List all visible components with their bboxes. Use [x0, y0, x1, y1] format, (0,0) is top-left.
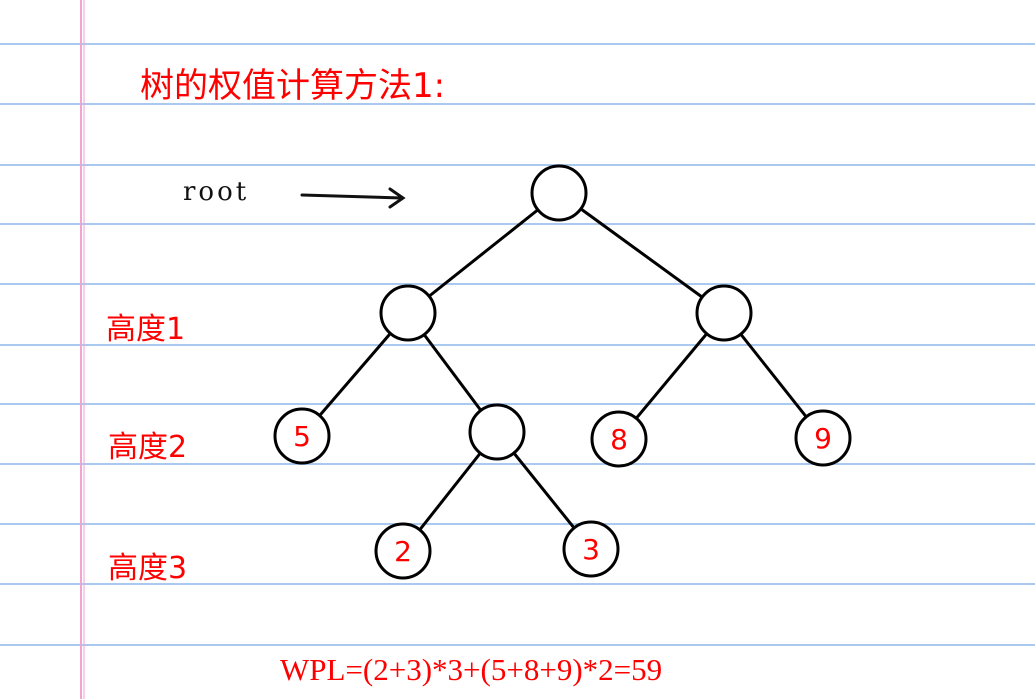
level-label-2: 高度2 [108, 430, 188, 465]
wpl-formula: WPL=(2+3)*3+(5+8+9)*2=59 [280, 652, 663, 687]
node-circle [273, 407, 331, 465]
internal-node [468, 403, 526, 461]
leaf-weight: 2 [394, 535, 412, 568]
level-label-3: 高度3 [108, 551, 188, 586]
internal-node [530, 164, 588, 222]
node-circle [468, 403, 526, 461]
leaf-node: 2 [374, 522, 432, 580]
level-label-1: 高度1 [106, 312, 186, 347]
page-title: 树的权值计算方法1: [140, 66, 446, 106]
node-circle [590, 410, 648, 468]
node-circle [530, 164, 588, 222]
node-circle [379, 284, 437, 342]
leaf-weight: 9 [814, 422, 832, 455]
leaf-weight: 8 [610, 423, 628, 456]
tree-edges [300, 191, 825, 552]
root-arrow [300, 187, 406, 209]
tree-edge [558, 191, 725, 315]
leaf-node: 8 [590, 410, 648, 468]
leaf-node: 3 [562, 520, 620, 578]
root-label: root [183, 177, 250, 207]
leaf-weight: 5 [293, 420, 311, 453]
tree-nodes: 5 8 9 2 3 [273, 164, 852, 580]
node-circle [374, 522, 432, 580]
tree-edge [407, 191, 560, 315]
node-circle [695, 284, 753, 342]
leaf-node: 9 [794, 409, 852, 467]
leaf-node: 5 [273, 407, 331, 465]
node-circle [794, 409, 852, 467]
leaf-weight: 3 [582, 533, 600, 566]
internal-node [379, 284, 437, 342]
ruled-lines [0, 43, 1035, 646]
internal-node [695, 284, 753, 342]
node-circle [562, 520, 620, 578]
